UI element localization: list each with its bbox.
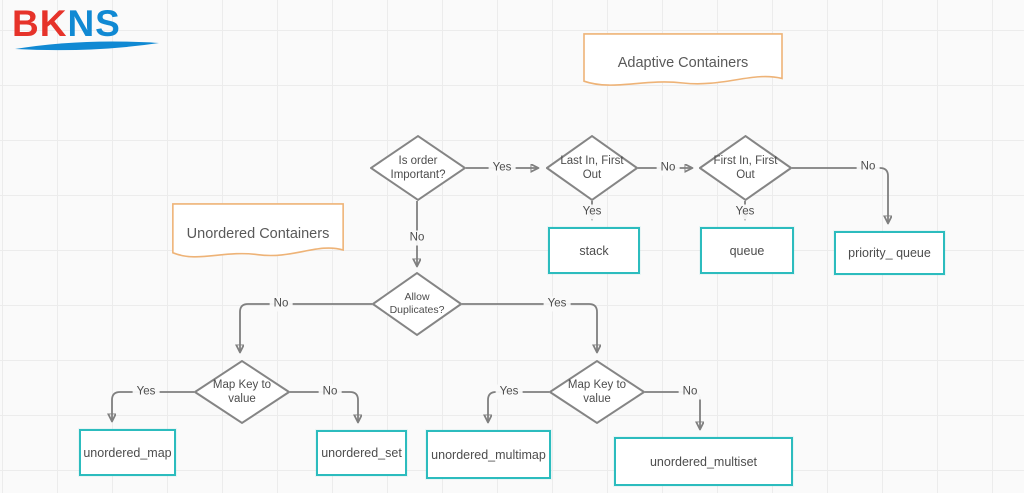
edge-label-order-no: No — [405, 230, 429, 246]
diamond-shape — [549, 360, 645, 424]
container-unordered-map: unordered_map — [79, 429, 176, 476]
edge-label-dup-no: No — [269, 296, 293, 312]
logo-text-blue: NS — [67, 3, 121, 44]
decision-first-in-first-out: First In, First Out — [699, 135, 792, 201]
decision-label: Map Key to value — [567, 378, 627, 405]
decision-label: Map Key to value — [212, 378, 272, 405]
decision-label: Is order Important? — [390, 154, 446, 181]
container-queue: queue — [700, 227, 794, 274]
container-unordered-set: unordered_set — [316, 430, 407, 476]
diamond-shape — [699, 135, 792, 201]
container-priority-queue: priority_ queue — [834, 231, 945, 275]
container-label: unordered_map — [83, 445, 172, 460]
diamond-shape — [194, 360, 290, 424]
decision-map-key-to-value-left: Map Key to value — [194, 360, 290, 424]
banner-label: Unordered Containers — [186, 226, 330, 242]
decision-map-key-to-value-right: Map Key to value — [549, 360, 645, 424]
banner-unordered-containers: Unordered Containers — [172, 203, 344, 265]
edge-label-right-yes: Yes — [495, 384, 523, 400]
diamond-shape — [370, 135, 466, 201]
diamond-shape — [546, 135, 638, 201]
diamond-shape — [372, 272, 462, 336]
banner-shape — [172, 203, 344, 265]
edge-label-left-no: No — [318, 384, 342, 400]
edge-label-lifo-no: No — [656, 160, 680, 176]
container-label: unordered_multimap — [431, 447, 546, 462]
decision-last-in-first-out: Last In, First Out — [546, 135, 638, 201]
container-stack: stack — [548, 227, 640, 274]
decision-is-order-important: Is order Important? — [370, 135, 466, 201]
banner-label: Adaptive Containers — [617, 55, 749, 71]
edge-label-fifo-yes: Yes — [731, 204, 759, 220]
container-label: priority_ queue — [848, 246, 931, 260]
decision-label: Last In, First Out — [560, 154, 624, 181]
container-label: unordered_multiset — [649, 454, 757, 469]
banner-shape — [583, 33, 783, 93]
bkns-logo: BKNS — [12, 4, 164, 56]
edge-label-fifo-no: No — [856, 159, 880, 175]
edge-label-lifo-yes: Yes — [578, 204, 606, 220]
decision-label: First In, First Out — [713, 154, 778, 181]
edge-label-order-yes: Yes — [488, 160, 516, 176]
container-label: stack — [579, 243, 609, 258]
decision-label: Allow Duplicates? — [389, 290, 445, 316]
banner-adaptive-containers: Adaptive Containers — [583, 33, 783, 93]
container-label: unordered_set — [321, 446, 402, 460]
edge-label-left-yes: Yes — [132, 384, 160, 400]
edge-label-dup-yes: Yes — [543, 296, 571, 312]
container-label: queue — [729, 243, 765, 258]
bkns-logo-text: BKNS — [12, 4, 164, 44]
container-unordered-multimap: unordered_multimap — [426, 430, 551, 479]
container-unordered-multiset: unordered_multiset — [614, 437, 793, 486]
logo-text-red: BK — [12, 3, 68, 44]
logo-swoosh-icon — [15, 41, 159, 51]
edge-label-right-no: No — [678, 384, 702, 400]
decision-allow-duplicates: Allow Duplicates? — [372, 272, 462, 336]
